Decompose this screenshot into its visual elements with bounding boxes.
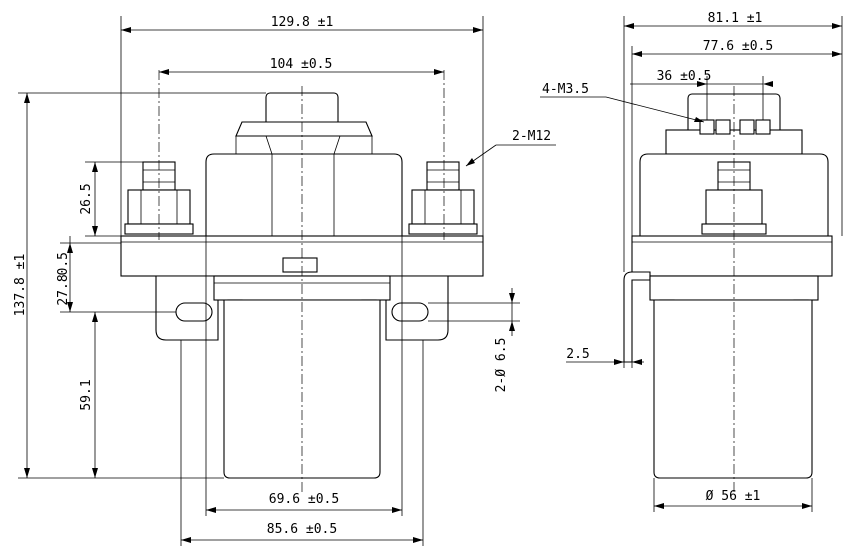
- callout-stud-thread: 2-M12: [512, 129, 551, 144]
- front-dimensions: 129.8 ±1 104 ±0.5 137.8 ±1 26.5 0.5 27.8: [13, 15, 556, 546]
- side-dimensions: 81.1 ±1 77.6 ±0.5 36 ±0.5 4-M3.5 2.5 Ø 5…: [540, 11, 843, 512]
- right-terminal-stud: [408, 161, 478, 235]
- side-flange: [631, 235, 833, 277]
- dim-mount-holes: 2-Ø 6.5: [494, 338, 509, 393]
- side-view: [623, 86, 833, 492]
- front-cap-shoulder: [235, 121, 373, 137]
- dim-front-width: 129.8 ±1: [271, 15, 334, 30]
- dim-mount-spacing: 104 ±0.5: [270, 57, 333, 72]
- dim-coil-width: 69.6 ±0.5: [269, 492, 339, 507]
- dim-bracket-width: 85.6 ±0.5: [267, 522, 337, 537]
- side-coil-body: [653, 299, 813, 479]
- dim-side-inner-width: 77.6 ±0.5: [703, 39, 773, 54]
- dim-coil-diameter: Ø 56 ±1: [706, 489, 761, 504]
- dim-bracket-offset: 27.8: [56, 274, 71, 305]
- left-mount-slot: [175, 302, 213, 322]
- callout-aux-thread: 4-M3.5: [542, 82, 589, 97]
- right-stud-thread: [426, 161, 460, 191]
- dim-flange-thickness: 0.5: [56, 252, 71, 275]
- side-bracket: [623, 271, 651, 363]
- right-mount-slot: [391, 302, 429, 322]
- dim-stud-height: 26.5: [79, 183, 94, 214]
- dim-front-height: 137.8 ±1: [13, 254, 28, 317]
- dim-body-height: 59.1: [79, 379, 94, 410]
- front-view: [120, 70, 484, 492]
- front-housing: [205, 153, 403, 237]
- front-flange-notch: [282, 257, 318, 273]
- dim-bracket-thickness: 2.5: [566, 347, 589, 362]
- dim-aux-spacing: 36 ±0.5: [657, 69, 712, 84]
- right-stud-washer: [408, 223, 478, 235]
- aux-terminal-2: [715, 119, 731, 135]
- dim-side-width: 81.1 ±1: [708, 11, 763, 26]
- aux-terminal-1: [699, 119, 715, 135]
- aux-terminal-4: [755, 119, 771, 135]
- right-stud-nut: [411, 189, 475, 225]
- aux-terminal-3: [739, 119, 755, 135]
